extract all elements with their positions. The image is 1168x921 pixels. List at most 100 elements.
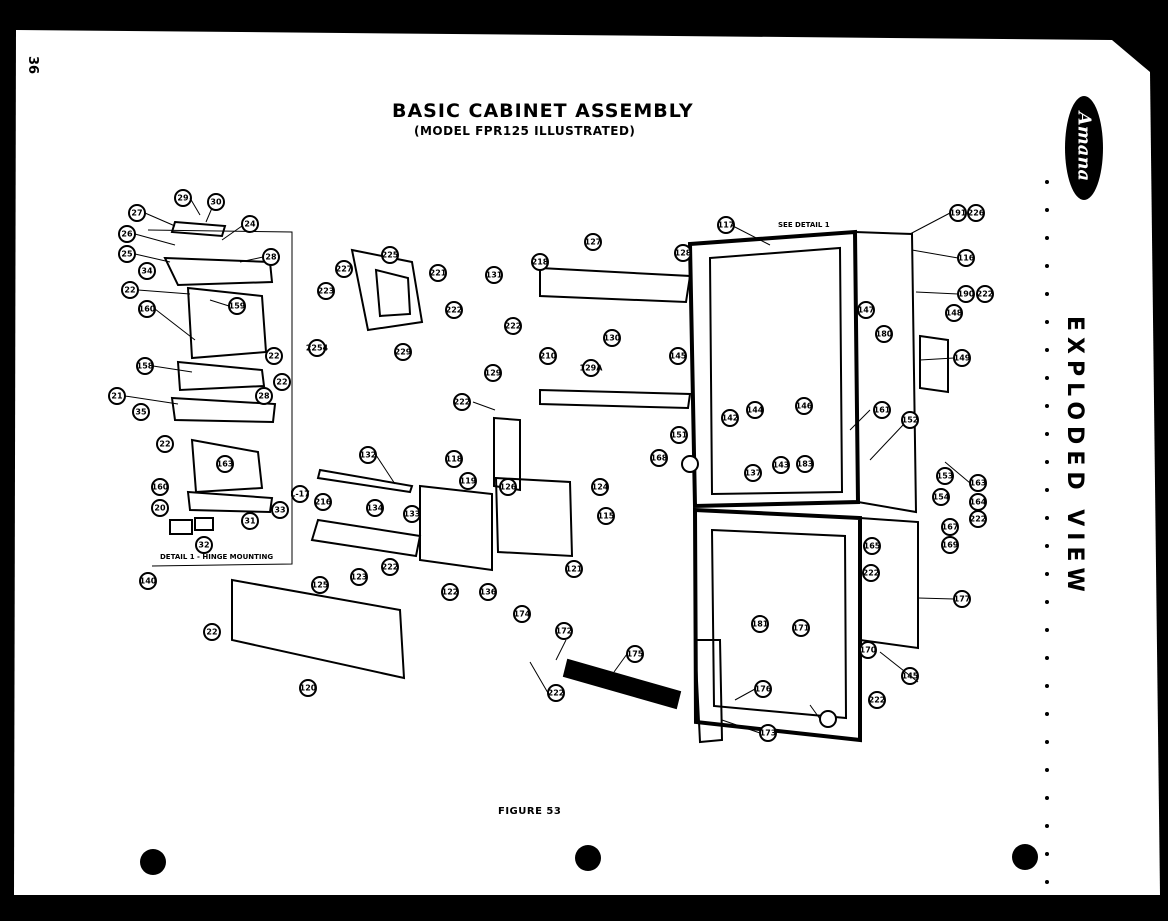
part-label: 218 <box>532 258 549 267</box>
part-label: 173 <box>760 729 777 738</box>
part-label: 227 <box>336 265 353 274</box>
part-label: 34 <box>141 267 153 276</box>
part-label: 129A <box>580 364 604 373</box>
part-label: 27 <box>131 209 142 218</box>
part-label: 216 <box>315 498 332 507</box>
page-title: BASIC CABINET ASSEMBLY <box>392 100 694 122</box>
part-label: 142 <box>722 414 739 423</box>
part-label: 226 <box>968 209 985 218</box>
paper <box>14 30 1160 895</box>
part-label: 117 <box>718 221 735 230</box>
binder-hole <box>575 845 601 871</box>
hinge-detail-drawing <box>163 220 277 535</box>
part-label: 148 <box>946 309 963 318</box>
part-label: 169 <box>942 541 959 550</box>
part-label: 119 <box>460 477 477 486</box>
page-number: 36 <box>25 56 40 75</box>
part-label: 167 <box>942 523 959 532</box>
part-label: 133 <box>404 510 421 519</box>
part-label: 153 <box>937 472 954 481</box>
part-label: 33 <box>274 506 285 515</box>
part-label: 174 <box>514 610 531 619</box>
part-label: 165 <box>864 542 881 551</box>
part-label: 35 <box>135 408 147 417</box>
part-label: 152 <box>902 416 919 425</box>
grille-drawing <box>231 578 682 710</box>
part-label: 22 <box>124 286 135 295</box>
part-label: 163 <box>217 460 234 469</box>
part-label: 131 <box>486 271 503 280</box>
part-label: 123 <box>351 573 368 582</box>
part-label: 28 <box>265 253 277 262</box>
shelves-drawing <box>310 266 692 558</box>
part-label: 222 <box>548 689 565 698</box>
part-label: 158 <box>137 362 154 371</box>
part-label: 149 <box>954 354 971 363</box>
part-label: 222 <box>446 306 463 315</box>
part-label: 147 <box>858 306 875 315</box>
part-label: 132 <box>360 451 377 460</box>
part-label: 164 <box>970 498 987 507</box>
part-label: 171 <box>793 624 810 633</box>
part-label: 229 <box>395 348 412 357</box>
part-label: 161 <box>874 406 891 415</box>
part-label: 222 <box>505 322 522 331</box>
part-label: 144 <box>747 406 764 415</box>
part-label: 223 <box>318 287 335 296</box>
part-label: 222 <box>454 398 471 407</box>
part-label: 129 <box>485 369 502 378</box>
part-label: L-17 <box>290 490 310 499</box>
part-label: 172 <box>556 627 573 636</box>
part-label: 121 <box>566 565 583 574</box>
part-label: 143 <box>773 461 790 470</box>
part-label: 222 <box>970 515 987 524</box>
part-label: 25 <box>121 250 133 259</box>
part-label: 124 <box>592 483 609 492</box>
part-label: 175 <box>627 650 644 659</box>
margin-dots <box>1045 180 1049 884</box>
part-label: 125 <box>312 581 329 590</box>
part-label: 26 <box>121 230 133 239</box>
part-label: 190 <box>958 290 975 299</box>
part-label: 136 <box>480 588 497 597</box>
part-label: 210 <box>540 352 557 361</box>
part-label: 222 <box>863 569 880 578</box>
part-label: 118 <box>446 455 463 464</box>
part-label: 180 <box>876 330 893 339</box>
part-label: 20 <box>154 504 166 513</box>
part-label: 151 <box>671 431 688 440</box>
binder-hole <box>1012 844 1038 870</box>
binder-hole <box>140 849 166 875</box>
detail-caption: DETAIL 1 - HINGE MOUNTING <box>160 553 274 561</box>
detail-callout: SEE DETAIL 1 <box>778 221 830 229</box>
brand-logo <box>1065 96 1103 200</box>
part-label: 137 <box>745 469 762 478</box>
part-label: 183 <box>797 460 814 469</box>
part-label: 22 <box>268 352 279 361</box>
part-label: 128 <box>675 249 692 258</box>
part-label: 122 <box>442 588 459 597</box>
part-label: 145 <box>902 672 919 681</box>
part-label: 170 <box>860 646 877 655</box>
part-label: 222 <box>977 290 994 299</box>
figure-label: FIGURE 53 <box>498 806 562 817</box>
part-label: 160 <box>139 305 156 314</box>
part-label: 154 <box>933 493 950 502</box>
part-label: 181 <box>752 620 769 629</box>
cabinet-drawing <box>687 229 949 744</box>
part-label: 222 <box>382 563 399 572</box>
part-label: 160 <box>152 483 169 492</box>
side-title: EXPLODED VIEW <box>1062 316 1087 598</box>
part-label: 221 <box>430 269 447 278</box>
part-label: 168 <box>651 454 668 463</box>
part-label: 134 <box>367 504 384 513</box>
part-label: 225 <box>382 251 399 260</box>
part-label: 146 <box>796 402 813 411</box>
part-callouts <box>108 189 994 742</box>
part-label: 163 <box>970 479 987 488</box>
part-label: 159 <box>229 302 246 311</box>
part-label: 22 <box>159 440 170 449</box>
part-label: 145 <box>670 352 687 361</box>
